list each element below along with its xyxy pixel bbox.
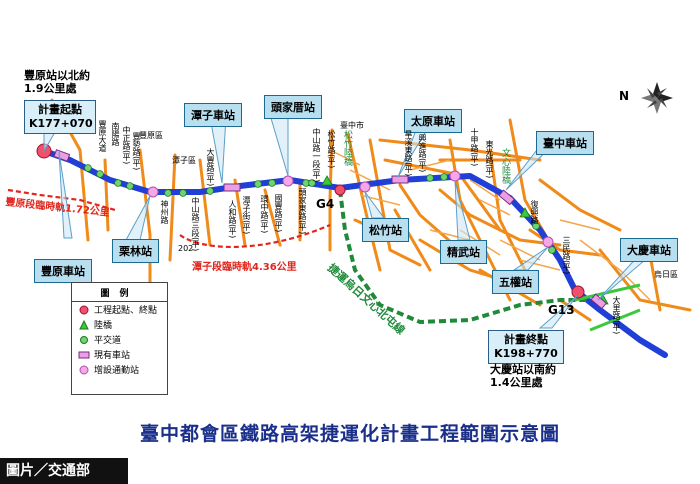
station-songzhu: 松竹站 [362,218,409,242]
road-label-18: 東光路(平) [485,140,494,179]
daqing-bridge-line-2 [589,308,641,332]
road-label-5: 神州路 [160,200,169,224]
legend-item: 平交道 [72,332,167,347]
road-label-17: 十甲路(平) [470,128,479,167]
level-crossings [84,164,556,254]
road-label-6: 大豐路(平) [206,148,215,187]
road-label-15: 興進路(平) [418,134,427,173]
legend-item: 工程起點、終點 [72,302,167,317]
red-circle-icon [78,305,90,315]
start-km: K177+070 [29,116,93,130]
road-label-9: 人和路(平) [228,200,237,239]
metro-line [338,189,590,325]
road-label-7: 中山路三段(平) [191,197,200,252]
road-label-2: 南陽路 [111,122,120,146]
green-circle-icon [78,335,90,345]
legend-label: 現有車站 [94,351,131,361]
temp-track-tanzi-label: 潭子段臨時軌4.36公里 [192,262,297,273]
road-label-14: 松竹路(平) [327,130,336,169]
legend-item: 現有車站 [72,347,167,362]
road-label-19: 復興路 [530,200,539,224]
legend-label: 陸橋 [94,321,113,331]
south-note: 大慶站以南約 1.4公里處 [490,363,556,389]
end-box: 計畫終點 K198+770 [488,330,564,364]
station-taichung: 臺中車站 [536,131,594,155]
road-label-20: 三民路(平) [562,236,571,275]
existing-stations [53,149,607,310]
road-label-16: 旱溪東路(平) [404,130,413,177]
station-wuquan: 五權站 [492,270,539,294]
legend-label: 增設通勤站 [94,366,140,376]
end-km: K198+770 [494,346,558,360]
temp-track-tanzi [179,223,331,249]
station-toujiacuo: 頭家厝站 [264,95,322,119]
road-label-8: 潭子街(平) [242,196,251,235]
district-taichung: 臺中市 [340,121,364,130]
legend-item: 陸橋 [72,317,167,332]
pink-circle-icon [78,365,90,375]
legend-label: 工程起點、終點 [94,306,158,316]
start-title: 計畫起點 [38,103,82,116]
bridges [321,175,609,305]
station-tanzi: 潭子車站 [184,103,242,127]
station-taiyuan: 太原車站 [404,109,462,133]
legend-label: 平交道 [94,336,122,346]
district-tanzi: 潭子區 [172,156,196,165]
road-label-4: 豐勢路(平) [132,132,141,171]
end-title: 計畫終點 [504,333,548,346]
temp-track-fengyuan [7,188,116,212]
road-label-12: 頭家東路(平) [298,188,307,235]
road-label-22: 文心陸橋 [500,148,510,184]
g4-point [334,184,346,196]
end-point [571,285,585,299]
image-credit: 圖片／交通部 [0,458,128,484]
legend-item: 增設通勤站 [72,362,167,377]
road-label-1: 豐原大道 [98,120,107,152]
start-box: 計畫起點 K177+070 [24,100,96,134]
green-triangle-icon [78,319,90,330]
station-jingwu: 精武站 [440,240,487,264]
road-label-3: 中正路(平) [122,126,131,165]
code-g4: G4 [316,197,335,211]
purple-rect-icon [78,350,90,360]
compass-icon [641,82,673,114]
station-lilin: 栗林站 [112,239,159,263]
code-g13: G13 [548,303,575,317]
road-label-10: 國豐路(平) [274,194,283,233]
map-title: 臺中都會區鐵路高架捷運化計畫工程範圍示意圖 [139,423,560,445]
station-daqing: 大慶車站 [620,238,678,262]
station-fengyuan: 豐原車站 [34,259,92,283]
road-label-23: 大里路(平) [612,296,621,335]
legend: 圖例 工程起點、終點 陸橋 平交道 現有車站 增設通勤站 [71,282,168,395]
legend-title: 圖例 [72,283,167,302]
road-label-11: 環中路(平) [260,195,269,234]
compass-n-label: N [619,89,630,103]
road-label-21: 松竹陸橋 [342,130,352,166]
district-wuri: 烏日區 [654,270,678,279]
north-note: 豐原站以北約 1.9公里處 [24,69,90,95]
road-label-13: 中山路一段(平) [312,128,321,183]
road-label-24: 202 [178,244,194,253]
new-stations [147,170,554,248]
district-fengyuan: 豐原區 [139,131,163,140]
